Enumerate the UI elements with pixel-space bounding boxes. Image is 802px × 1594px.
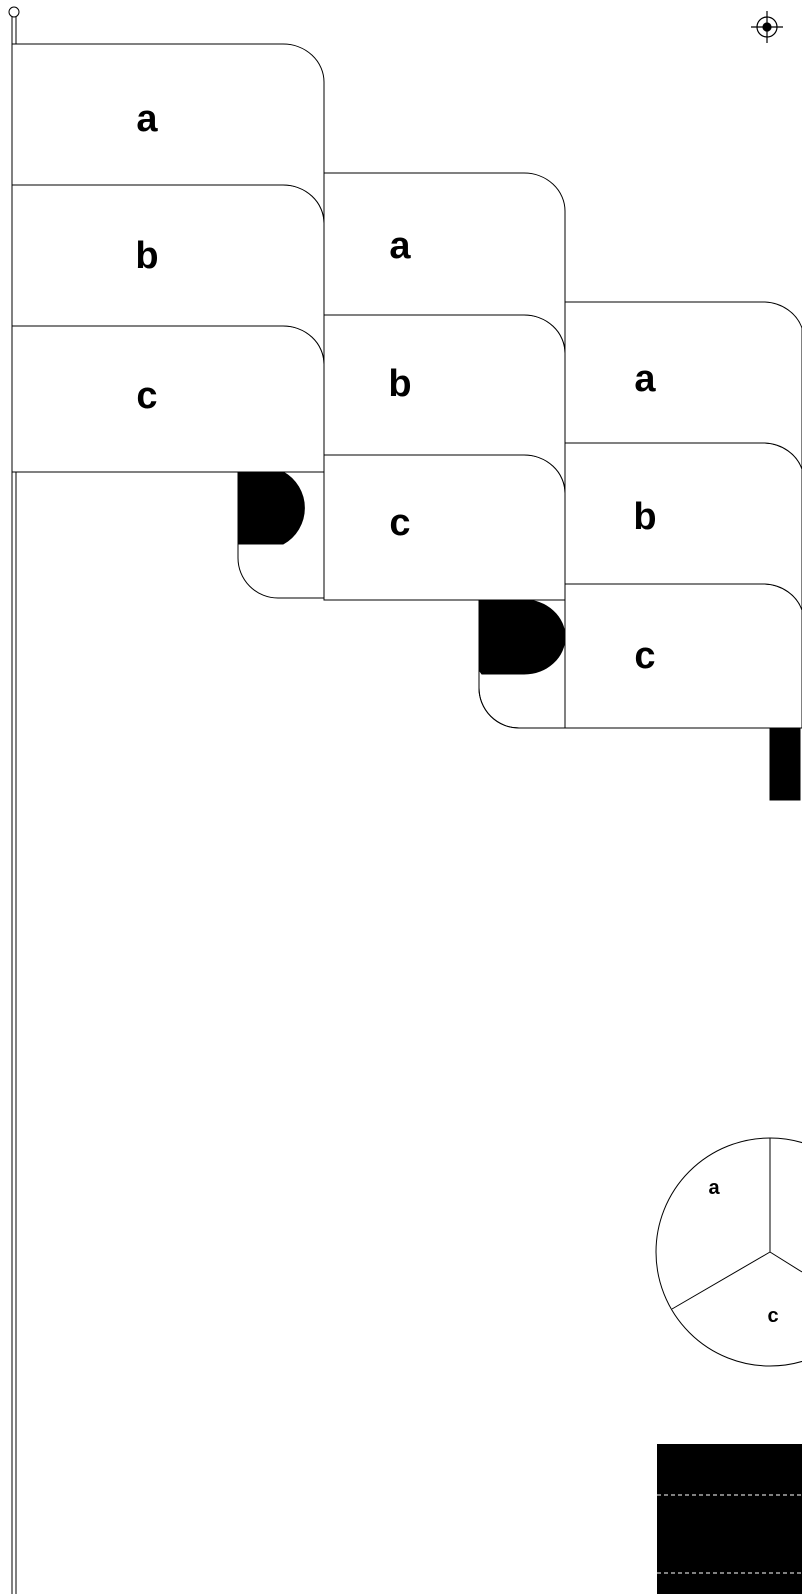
flag-1-curl (237, 471, 305, 545)
pole-finial-icon (8, 6, 20, 18)
crosshair-target-icon (751, 11, 783, 43)
flag-panel-1 (11, 43, 325, 599)
flag-3-curl (769, 727, 801, 801)
flag-2-curl (478, 599, 566, 675)
flag-3-band-a (564, 301, 802, 470)
flag-3-band-c (564, 583, 802, 729)
flag-panel-3 (564, 301, 802, 801)
flag-2-band-c-body (323, 454, 566, 601)
flag-1-band-c (11, 325, 325, 473)
flag-1-fold (237, 472, 324, 599)
flag-2-fold (478, 600, 770, 729)
flag-2-label-b: b (388, 363, 411, 405)
sectioned-circle (655, 1137, 802, 1367)
circle-label-c: c (767, 1305, 778, 1327)
flag-3-label-a: a (634, 358, 656, 400)
flag-2-label-a: a (389, 225, 411, 267)
flag-3-label-c: c (634, 635, 655, 677)
flag-1-label-a: a (136, 98, 158, 140)
flag-1-label-b: b (135, 235, 158, 277)
dark-striped-block (657, 1444, 802, 1594)
flag-2-label-c: c (389, 502, 410, 544)
flag-3-label-b: b (633, 496, 656, 538)
circle-label-a: a (708, 1177, 720, 1199)
flag-1-label-c: c (136, 375, 157, 417)
flag-panel-2 (323, 172, 770, 729)
